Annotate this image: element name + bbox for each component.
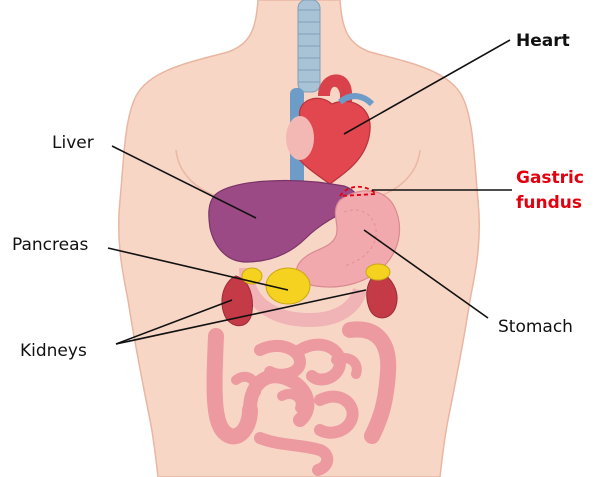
- label-stomach: Stomach: [498, 317, 573, 337]
- label-pancreas: Pancreas: [12, 235, 89, 255]
- right-atrium: [286, 116, 314, 160]
- label-heart: Heart: [516, 31, 570, 51]
- label-gastric-fundus-line1: Gastric: [516, 168, 584, 188]
- label-gastric-fundus-line2: fundus: [516, 193, 582, 213]
- trachea: [298, 0, 320, 92]
- label-kidneys: Kidneys: [20, 341, 87, 361]
- label-liver: Liver: [52, 133, 94, 153]
